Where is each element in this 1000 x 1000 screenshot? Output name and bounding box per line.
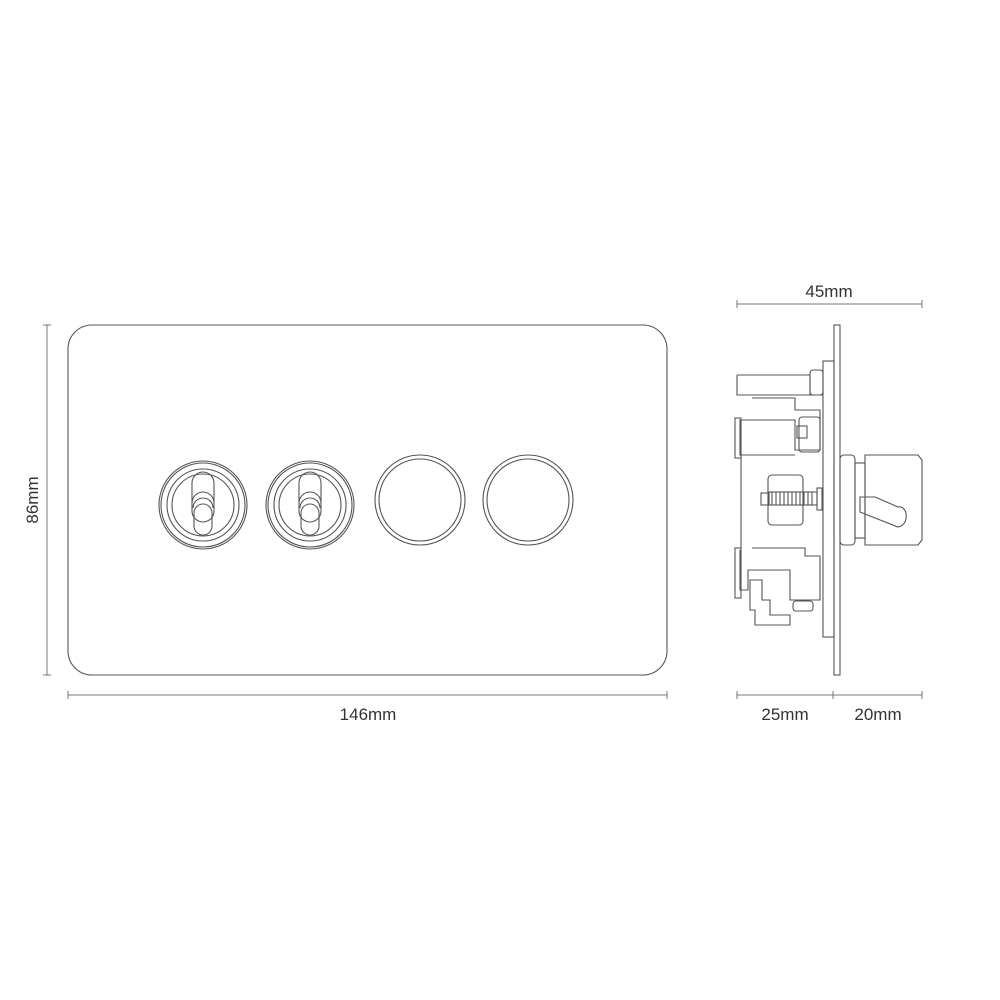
blank-button[interactable]	[482, 454, 574, 546]
depth-back-label: 25mm	[761, 705, 808, 724]
blank-button[interactable]	[374, 454, 466, 546]
width-dimension: 146mm	[67, 691, 668, 724]
front-plate	[67, 324, 668, 676]
depth-total-dimension: 45mm	[736, 282, 923, 308]
side-view	[734, 324, 923, 676]
toggle-switch[interactable]	[265, 460, 355, 550]
depth-total-label: 45mm	[805, 282, 852, 301]
height-label: 86mm	[23, 476, 42, 523]
height-dimension: 86mm	[23, 324, 51, 676]
depth-front-label: 20mm	[854, 705, 901, 724]
depth-split-dimension: 25mm 20mm	[736, 691, 923, 724]
toggle-switch[interactable]	[158, 460, 248, 550]
width-label: 146mm	[340, 705, 397, 724]
